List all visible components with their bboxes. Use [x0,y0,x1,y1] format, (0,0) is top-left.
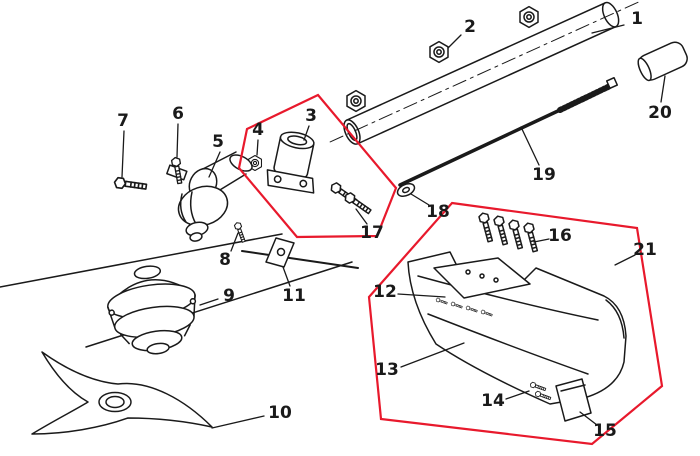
highlight-outline-clamp-group [237,93,398,239]
leader-line-6 [176,123,179,158]
part-19-drive-shaft [398,76,619,187]
part-label-17: 17 [360,223,384,243]
part-20-grip [637,41,688,82]
part-label-8: 8 [219,250,231,270]
leader-line-7 [121,130,125,178]
leader-line-13 [400,342,465,368]
part-label-11: 11 [282,286,306,306]
part-label-14: 14 [481,391,505,411]
leader-line-14 [505,390,530,400]
highlight-outline-guard-group [367,201,664,446]
part-12-blade-holder-plate [433,257,531,318]
part-18-washer [396,182,416,198]
part-label-5: 5 [212,132,224,152]
leader-line-5 [208,151,221,178]
leader-line-17 [355,208,368,225]
leader-line-12 [397,293,446,298]
leader-line-8 [230,232,239,252]
part-label-10: 10 [268,403,292,423]
part-label-4: 4 [252,120,264,140]
part-label-16: 16 [548,226,572,246]
part-3-clamp-bracket [266,131,315,194]
leader-line-2 [447,34,462,49]
part-label-7: 7 [117,111,129,131]
leader-line-3 [303,125,310,141]
leader-line-19 [520,126,540,166]
part-label-20: 20 [648,103,672,123]
part-label-9: 9 [223,286,235,306]
part-16-screws [477,211,541,254]
part-label-12: 12 [373,282,397,302]
leader-line-20 [660,75,666,103]
part-label-1: 1 [631,9,643,29]
leader-line-15 [579,411,598,426]
part-17-screws [328,180,373,217]
part-label-21: 21 [633,240,657,260]
part-7-bolt [113,176,148,193]
part-label-3: 3 [305,106,317,126]
part-label-6: 6 [172,104,184,124]
part-1-shaft-tube [329,0,643,145]
part-label-19: 19 [532,165,556,185]
leader-line-10 [211,415,265,429]
part-label-18: 18 [426,202,450,222]
leader-line-1 [591,24,625,34]
part-10-blade [31,351,213,435]
part-11-bracket [265,237,295,268]
part-15-guard-plate [555,378,592,422]
part-label-13: 13 [375,360,399,380]
leader-line-4 [256,139,259,156]
part-5-gear-head [166,151,253,242]
leader-line-18 [410,193,430,206]
part-9-trimmer-head [107,265,197,355]
leader-line-21 [614,254,636,266]
part-label-15: 15 [593,421,617,441]
leader-line-16 [533,238,550,243]
part-label-2: 2 [464,17,476,37]
leader-line-11 [282,266,291,287]
leader-line-9 [199,298,219,306]
